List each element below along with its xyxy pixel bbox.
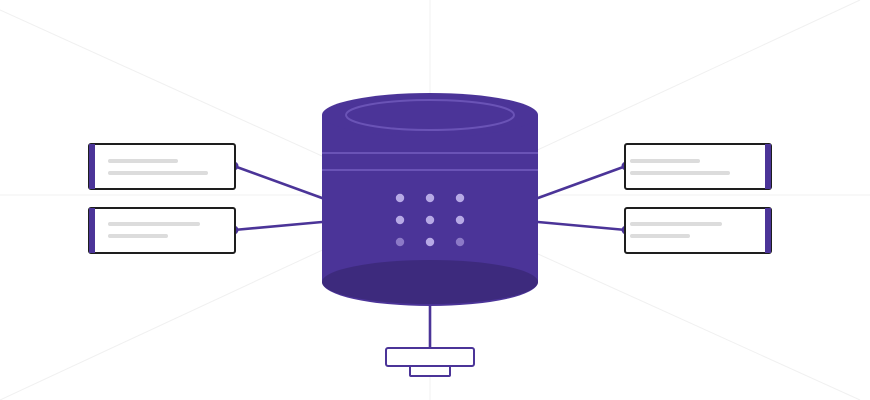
card-accent-bar — [89, 208, 95, 253]
card-line — [630, 222, 722, 226]
dot — [425, 215, 435, 225]
dot — [395, 237, 405, 247]
network-port-icon — [385, 347, 475, 377]
database-dot-grid — [395, 193, 465, 247]
database-icon — [322, 93, 538, 306]
card-accent-bar — [765, 208, 771, 253]
dot — [455, 193, 465, 203]
card-line — [108, 159, 178, 163]
dot — [395, 193, 405, 203]
dot — [425, 193, 435, 203]
database-bottom — [322, 260, 538, 304]
database-body — [322, 115, 538, 306]
list-card-right-top — [624, 143, 772, 190]
list-card-left-bottom — [88, 207, 236, 254]
database-top-ring — [345, 99, 515, 131]
card-accent-bar — [765, 144, 771, 189]
connector-right-bottom — [536, 220, 628, 232]
card-line — [630, 159, 700, 163]
connectors — [232, 164, 628, 351]
card-line — [108, 222, 200, 226]
card-line — [630, 171, 730, 175]
port-inner — [409, 365, 451, 377]
dot — [455, 237, 465, 247]
card-line — [108, 171, 208, 175]
card-accent-bar — [89, 144, 95, 189]
list-card-right-bottom — [624, 207, 772, 254]
dot — [425, 237, 435, 247]
card-line — [630, 234, 690, 238]
card-line — [108, 234, 168, 238]
list-card-left-top — [88, 143, 236, 190]
port-outer — [385, 347, 475, 367]
dot — [455, 215, 465, 225]
dot — [395, 215, 405, 225]
connector-right-top — [536, 164, 628, 200]
connector-left-bottom — [232, 220, 324, 232]
connector-left-top — [232, 164, 324, 200]
